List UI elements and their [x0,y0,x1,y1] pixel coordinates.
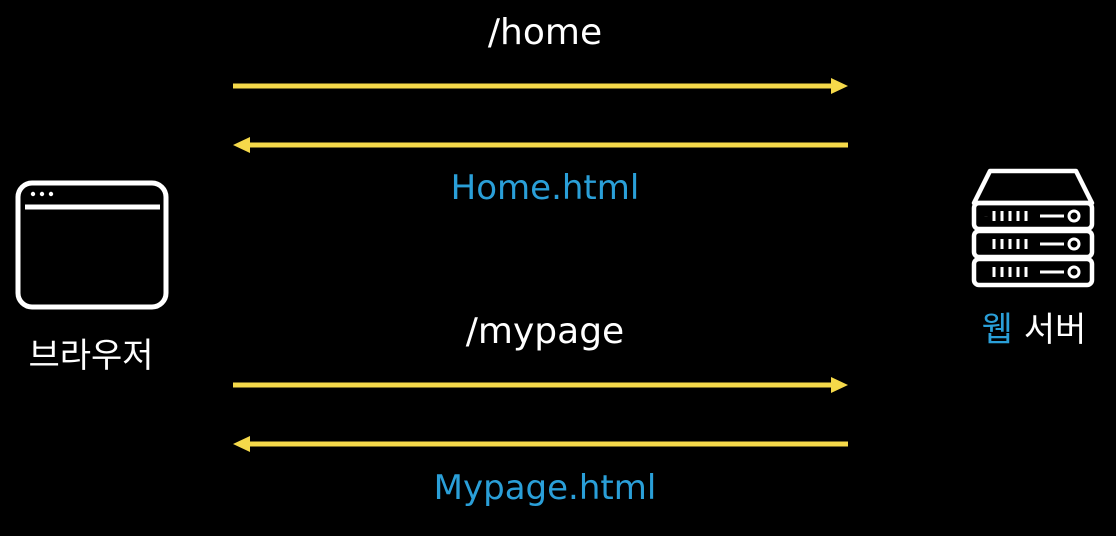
browser-label: 브라우저 [28,336,154,376]
response-arrow-mypage [233,436,848,452]
response-label-home: Home.html [450,168,640,208]
request-label-home: /home [487,12,603,53]
server-label-rest: 서버 [1023,310,1087,350]
server-label-accent: 웹 [981,310,1013,350]
request-arrow-home [233,78,848,94]
request-arrow-mypage [233,377,848,393]
server-rack-icon [971,168,1095,288]
response-label-mypage: Mypage.html [433,468,657,508]
browser-window-icon [15,180,169,310]
request-label-mypage: /mypage [465,311,625,352]
response-arrow-home [233,137,848,153]
server-label: 웹 서버 [982,313,1087,347]
